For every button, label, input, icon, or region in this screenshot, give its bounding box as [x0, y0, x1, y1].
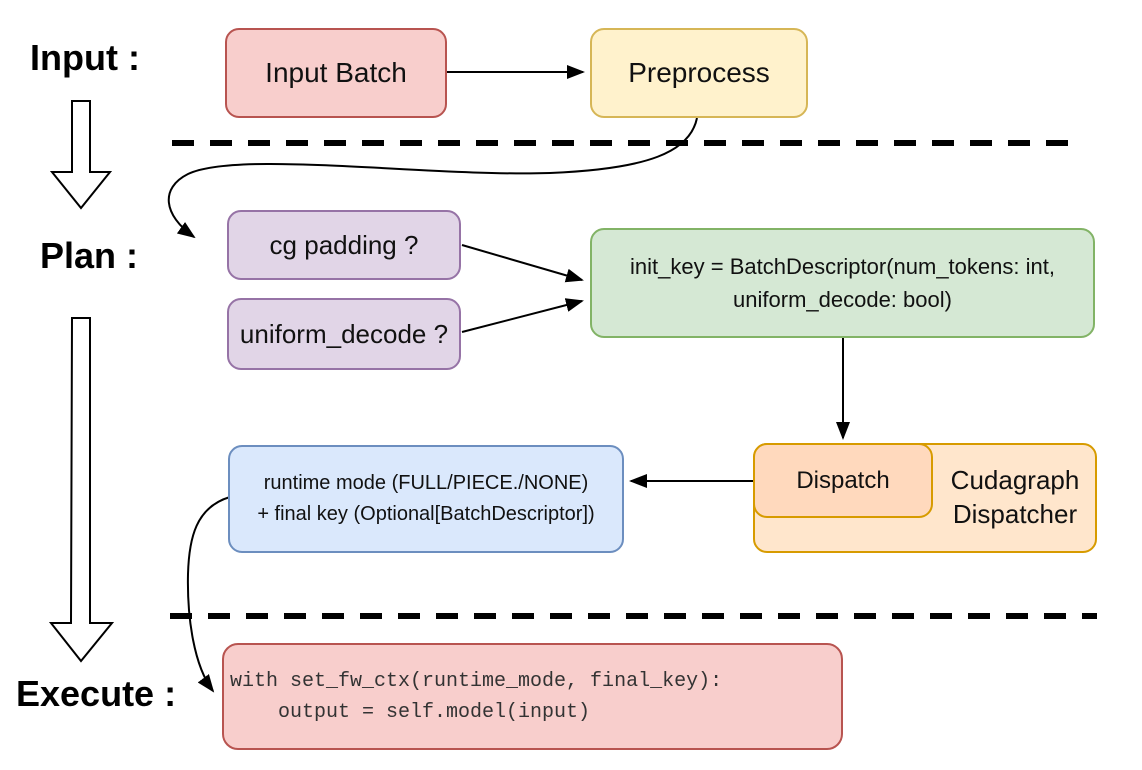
node-uniform-decode: uniform_decode ? [227, 298, 461, 370]
code-line1: with set_fw_ctx(runtime_mode, final_key)… [230, 669, 723, 693]
stage-arrow-plan-to-execute-icon [48, 317, 115, 663]
cudagraph-dispatcher-title: Cudagraph Dispatcher [933, 443, 1097, 553]
stage-arrow-input-to-plan-icon [49, 100, 113, 210]
dispatcher-title-line1: Cudagraph [950, 465, 1080, 496]
node-dispatch: Dispatch [753, 443, 933, 518]
runtime-line1: runtime mode (FULL/PIECE./NONE) [263, 472, 589, 494]
node-execute-code: with set_fw_ctx(runtime_mode, final_key)… [222, 643, 843, 750]
dispatcher-title-line2: Dispatcher [952, 499, 1078, 529]
edge-uniformdecode-to-initkey [461, 298, 584, 333]
runtime-line2: + final key (Optional[BatchDescriptor]) [257, 503, 595, 525]
node-runtime-mode: runtime mode (FULL/PIECE./NONE) + final … [228, 445, 624, 553]
node-input-batch: Input Batch [225, 28, 447, 118]
init-key-line2: uniform_decode: bool) [733, 287, 952, 312]
stage-label-plan: Plan : [40, 235, 139, 276]
node-init-key: init_key = BatchDescriptor(num_tokens: i… [590, 228, 1095, 338]
init-key-line1: init_key = BatchDescriptor(num_tokens: i… [630, 254, 1055, 279]
node-preprocess: Preprocess [590, 28, 808, 118]
node-cg-padding: cg padding ? [227, 210, 461, 280]
edge-cgpadding-to-initkey [461, 244, 584, 283]
stage-label-input: Input : [30, 37, 140, 78]
stage-label-execute: Execute : [16, 673, 177, 714]
code-line2: output = self.model(input) [230, 700, 591, 724]
